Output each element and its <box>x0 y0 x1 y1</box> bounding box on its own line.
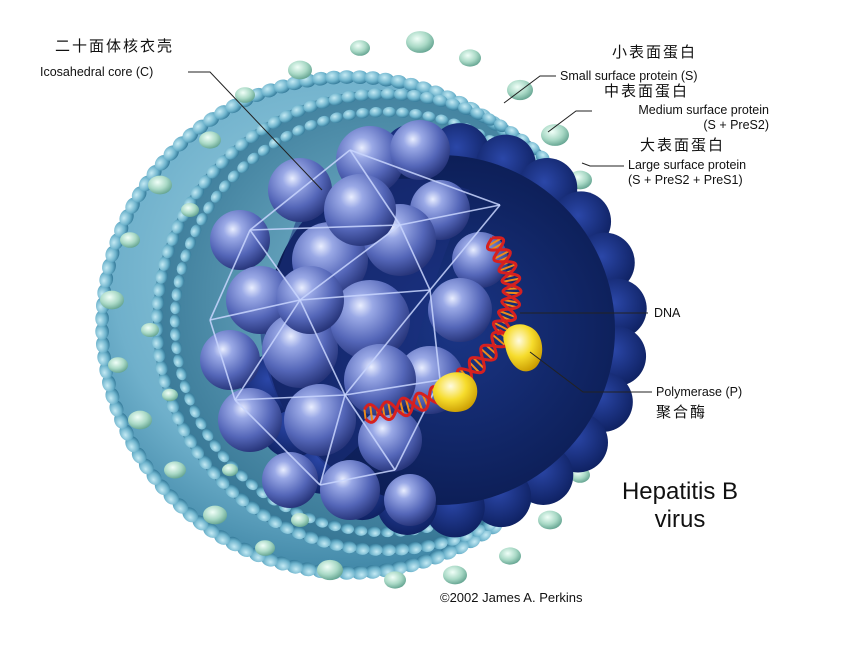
label-large-en-1: Large surface protein <box>628 158 746 173</box>
surface-protein-knob <box>164 461 186 478</box>
surface-protein-knob <box>255 540 275 556</box>
core-sphere <box>390 120 450 180</box>
label-large-zh: 大表面蛋白 <box>640 137 725 154</box>
label-large-en-2: (S + PreS2 + PreS1) <box>628 173 743 188</box>
label-core-en: Icosahedral core (C) <box>40 65 153 80</box>
core-sphere <box>200 330 260 390</box>
core-sphere <box>262 452 318 508</box>
label-medium-en-2: (S + PreS2) <box>594 118 769 133</box>
core-sphere <box>320 460 380 520</box>
label-polymerase-zh: 聚合酶 <box>656 404 707 421</box>
core-sphere <box>210 210 270 270</box>
dna-base-pair <box>364 410 365 419</box>
label-medium-zh: 中表面蛋白 <box>604 83 689 100</box>
lipid-bead <box>170 314 180 327</box>
core-sphere <box>428 278 492 342</box>
surface-protein-knob <box>162 389 178 401</box>
surface-protein-knob <box>181 203 199 217</box>
surface-protein-knob <box>199 131 221 148</box>
label-polymerase-en: Polymerase (P) <box>656 385 742 400</box>
surface-protein-knob <box>406 31 434 53</box>
surface-protein-knob <box>459 49 481 66</box>
surface-protein-knob <box>288 61 312 80</box>
surface-protein-knob <box>235 87 255 103</box>
surface-protein-knob <box>443 566 467 585</box>
surface-protein-knob <box>108 357 128 373</box>
core-sphere <box>384 474 436 526</box>
surface-protein-knob <box>317 560 343 580</box>
surface-protein-knob <box>141 323 159 337</box>
title-line-2: virus <box>560 506 800 534</box>
surface-protein-knob <box>538 511 562 530</box>
surface-protein-knob <box>350 40 370 56</box>
surface-protein-knob <box>291 513 309 527</box>
surface-protein-knob <box>203 506 227 525</box>
core-sphere <box>344 344 416 416</box>
label-small-zh: 小表面蛋白 <box>612 44 697 61</box>
title-line-1: Hepatitis B <box>560 478 800 506</box>
label-core-zh: 二十面体核衣壳 <box>55 38 174 55</box>
surface-protein-knob <box>100 291 124 310</box>
label-dna: DNA <box>654 306 680 321</box>
surface-protein-knob <box>128 411 152 430</box>
leader-large <box>582 163 624 166</box>
label-medium-en-1: Medium surface protein <box>594 103 769 118</box>
surface-protein-knob <box>222 464 238 476</box>
surface-protein-knob <box>507 80 533 100</box>
surface-protein-knob <box>148 176 172 195</box>
surface-protein-knob <box>120 232 140 248</box>
copyright-credit: ©2002 James A. Perkins <box>440 590 583 605</box>
surface-protein-knob <box>499 547 521 564</box>
surface-protein-knob <box>384 571 406 588</box>
diagram-title: Hepatitis B virus <box>560 478 800 534</box>
